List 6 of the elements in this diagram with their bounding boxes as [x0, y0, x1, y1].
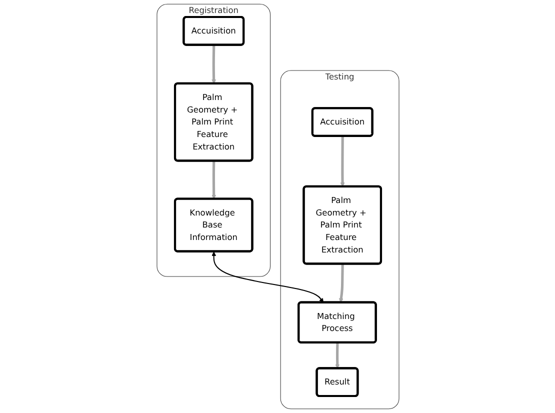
- arrow: [211, 45, 216, 84]
- arrow: [340, 136, 344, 187]
- arrow: [334, 342, 340, 369]
- arrow: [338, 264, 344, 303]
- arrow: [211, 160, 216, 200]
- arrow: [211, 252, 324, 303]
